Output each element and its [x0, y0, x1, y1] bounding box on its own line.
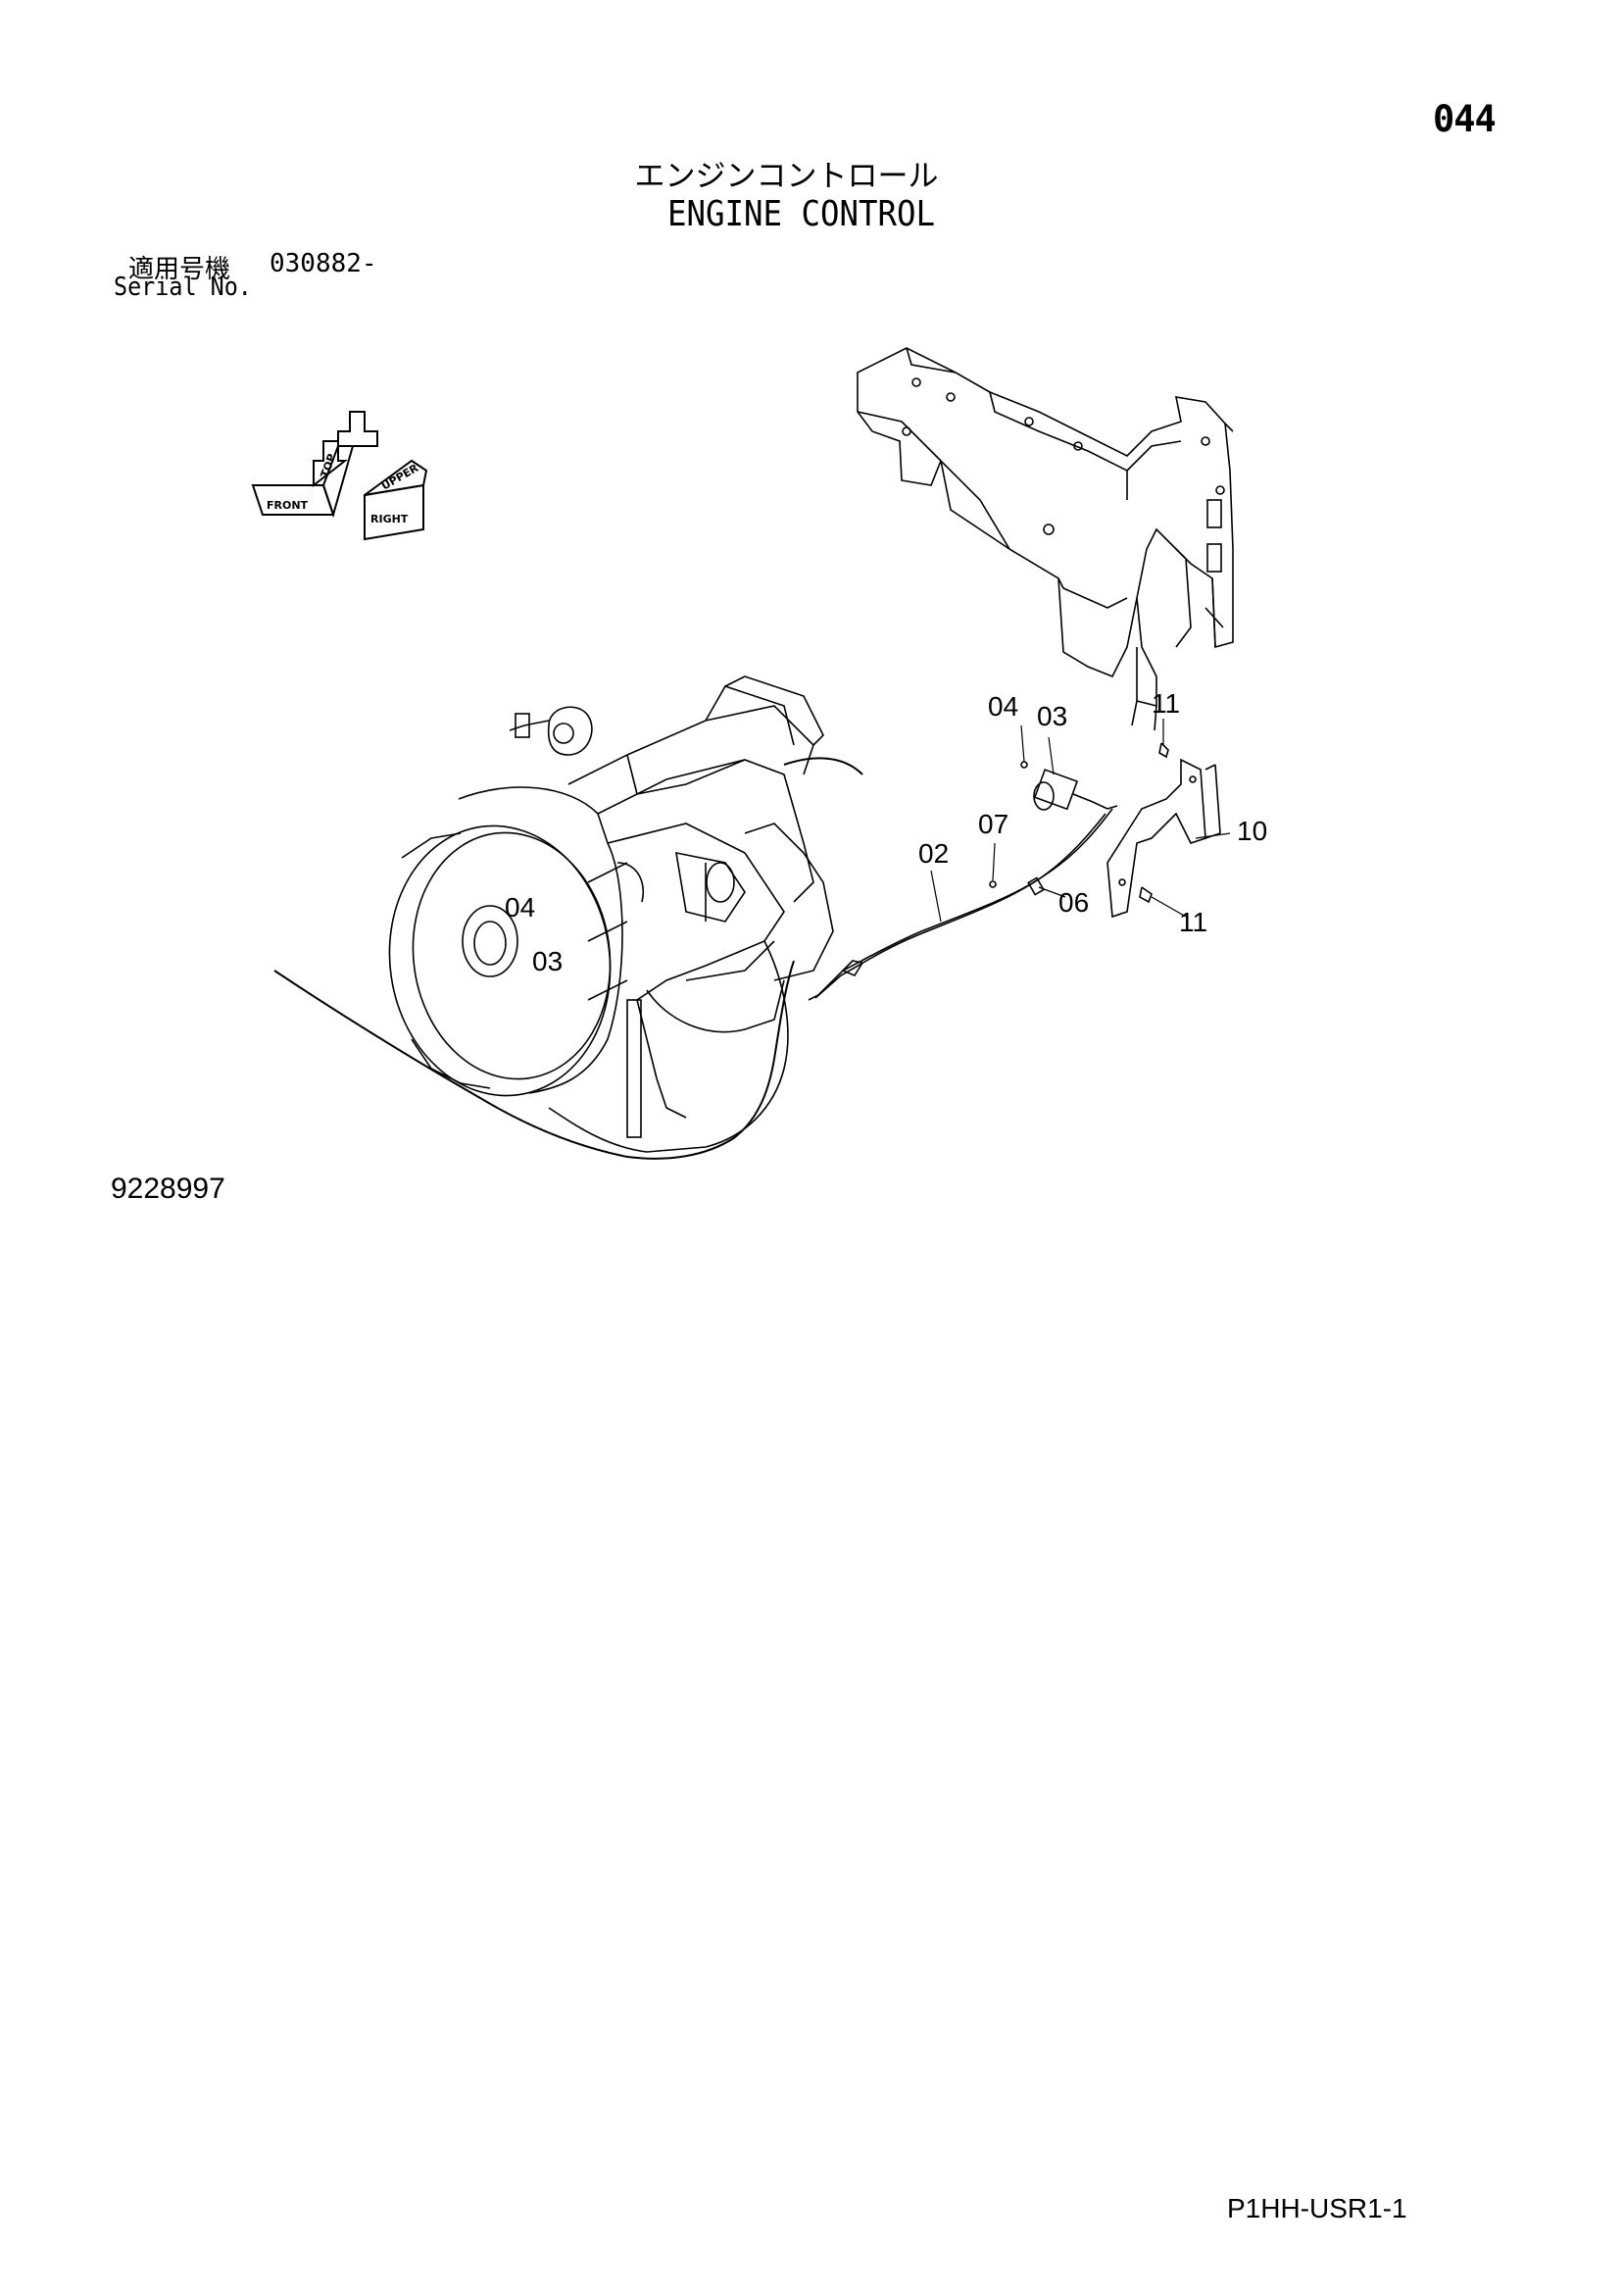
callout-06: 06 [1058, 887, 1089, 918]
serial-range: 030882- [270, 249, 377, 278]
page-number: 044 [1433, 98, 1497, 140]
orientation-front-label: FRONT [267, 499, 309, 512]
page-title: ENGINE CONTROL [666, 194, 936, 234]
page-title-japanese: エンジンコントロール [634, 159, 939, 194]
serial-label: Serial No. [114, 273, 252, 302]
drawing-number: 9228997 [111, 1173, 225, 1205]
actuator-unit [1020, 761, 1118, 811]
wire-harness [273, 757, 863, 1160]
callout-11-bottom: 11 [1179, 907, 1207, 937]
bolt-parts [1139, 742, 1169, 904]
callout-02: 02 [918, 838, 949, 869]
callout-07: 07 [978, 809, 1008, 839]
orientation-indicator: FRONT RIGHT TOP UPPER [251, 411, 428, 541]
serial-label-japanese: 適用号機 [128, 255, 231, 284]
callout-03-engine: 03 [532, 946, 563, 976]
callout-04-engine: 04 [505, 892, 535, 923]
mounting-bracket [1106, 758, 1221, 919]
frame-bracket [857, 347, 1234, 731]
callout-11-top: 11 [1152, 688, 1180, 719]
engine-assembly [388, 675, 834, 1153]
callout-leaders [930, 719, 1231, 923]
control-cable [808, 808, 1113, 1001]
callout-10: 10 [1237, 816, 1267, 846]
callout-04-top: 04 [988, 691, 1018, 722]
orientation-right-label: RIGHT [370, 513, 409, 525]
orientation-top-label: TOP [319, 452, 339, 479]
footer-code: P1HH-USR1-1 [1227, 2193, 1407, 2223]
callout-03-top: 03 [1037, 701, 1067, 731]
orientation-upper-label: UPPER [379, 462, 421, 493]
